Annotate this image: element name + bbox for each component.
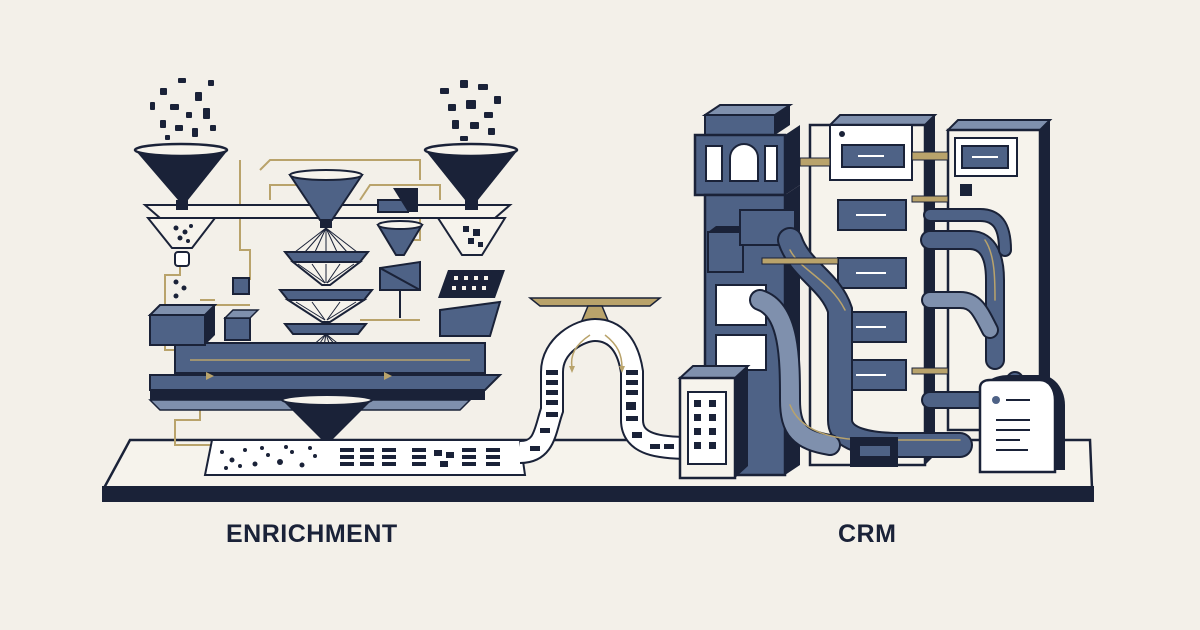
output-tray xyxy=(203,439,527,476)
gold-connectors xyxy=(761,151,949,375)
bridge-connector xyxy=(518,297,691,464)
chip-plate xyxy=(438,270,505,337)
enrichment-machine xyxy=(133,78,527,476)
small-funnel xyxy=(376,220,424,318)
server-block-small xyxy=(677,365,751,480)
document-terminal xyxy=(978,375,1065,474)
enrichment-label: ENRICHMENT xyxy=(226,520,398,548)
funnel-left xyxy=(133,78,229,210)
output-funnel xyxy=(281,394,373,446)
processor-blocks xyxy=(147,188,418,346)
hopper-left xyxy=(145,217,218,299)
funnel-right xyxy=(423,80,519,210)
crm-label: CRM xyxy=(838,520,897,548)
pipe-chip xyxy=(850,437,898,467)
hopper-right xyxy=(436,217,507,256)
crm-server-complex xyxy=(677,104,1065,480)
